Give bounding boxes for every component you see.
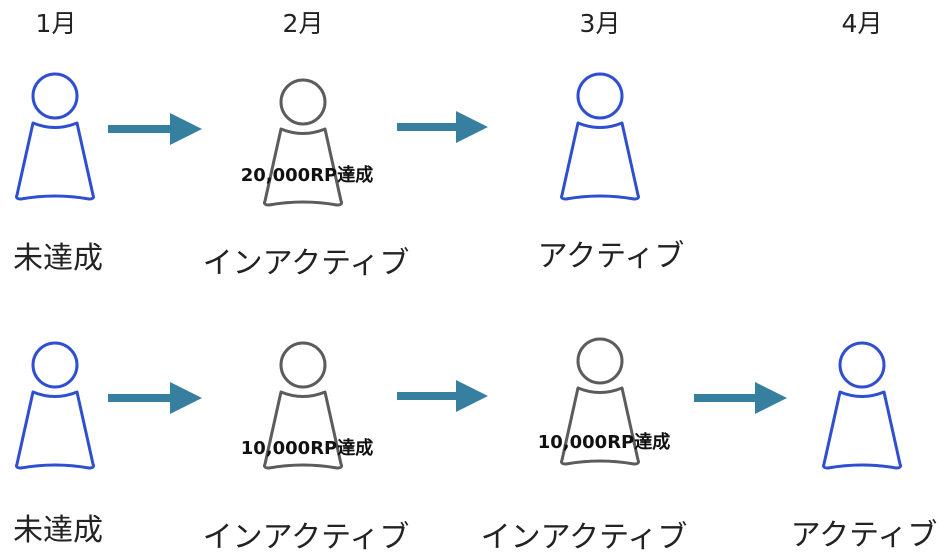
active-person-icon (560, 72, 640, 201)
state-label: インアクティブ (203, 246, 410, 281)
arrow-shaft (397, 392, 458, 400)
row-1: 未達成 インアクティブ アクティブ 20,000RP達成 (13, 72, 685, 281)
person-body (263, 390, 343, 470)
active-person-icon (15, 341, 95, 470)
month-label-2: 2月 (283, 9, 324, 38)
arrow-icon (694, 382, 787, 414)
arrow-shaft (108, 394, 172, 402)
person-head (31, 72, 79, 120)
inactive-person-icon (560, 337, 640, 466)
person-body (822, 390, 902, 470)
arrow-head (456, 380, 488, 412)
arrow-shaft (694, 394, 757, 402)
row-2: 未達成 インアクティブ インアクティブ アクティブ 10,000RP達成 10,0… (13, 337, 938, 554)
state-label: アクティブ (538, 239, 685, 274)
inactive-person-icon (263, 78, 343, 207)
state-label: インアクティブ (481, 520, 688, 554)
person-head (576, 337, 624, 385)
month-headers: 1月 2月 3月 4月 (36, 9, 883, 38)
arrow-head (170, 382, 202, 414)
person-body (15, 121, 95, 201)
month-label-1: 1月 (36, 9, 77, 38)
arrow-shaft (397, 123, 458, 131)
person-head (838, 341, 886, 389)
person-body (263, 127, 343, 207)
person-body (560, 121, 640, 201)
state-label: アクティブ (791, 518, 938, 553)
arrow-shaft (108, 125, 172, 133)
arrow-head (170, 113, 202, 145)
person-head (31, 341, 79, 389)
person-head (576, 72, 624, 120)
achievement-label: 10,000RP達成 (538, 431, 671, 453)
person-body (15, 390, 95, 470)
person-head (279, 341, 327, 389)
arrow-icon (397, 380, 488, 412)
state-label: インアクティブ (203, 520, 410, 554)
state-label: 未達成 (13, 513, 103, 548)
month-label-4: 4月 (842, 9, 883, 38)
arrow-icon (108, 113, 202, 145)
inactive-person-icon (263, 341, 343, 470)
achievement-label: 10,000RP達成 (241, 437, 374, 459)
person-head (279, 78, 327, 126)
arrow-icon (108, 382, 202, 414)
month-label-3: 3月 (580, 9, 621, 38)
arrow-head (755, 382, 787, 414)
arrow-icon (397, 111, 488, 143)
arrow-head (456, 111, 488, 143)
active-person-icon (822, 341, 902, 470)
active-person-icon (15, 72, 95, 201)
achievement-label: 20,000RP達成 (241, 164, 374, 186)
person-body (560, 386, 640, 466)
state-label: 未達成 (13, 241, 103, 276)
